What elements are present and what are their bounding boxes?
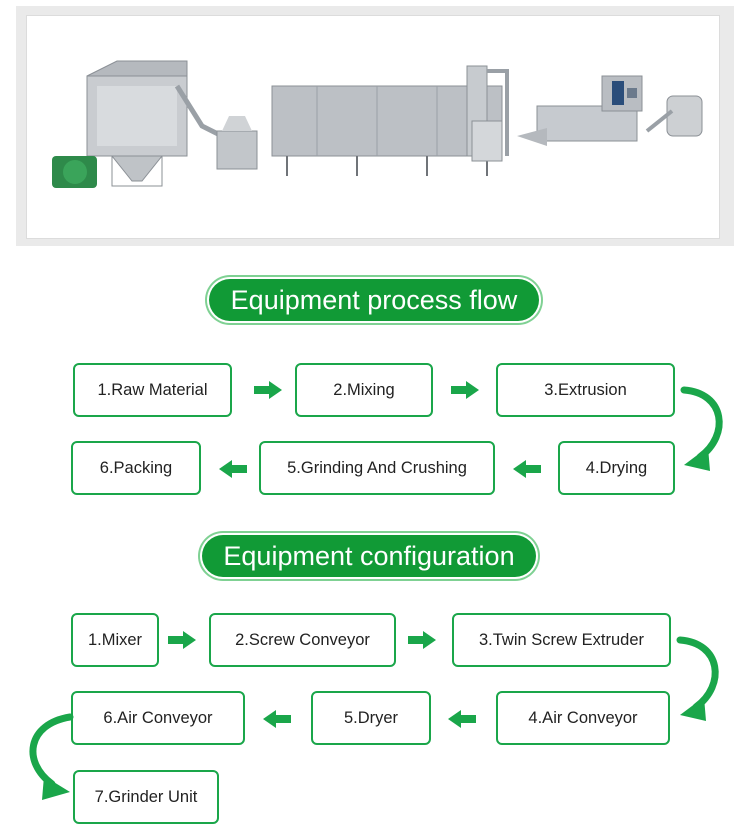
config-item-air-conveyor-4: 4.Air Conveyor [496,691,670,745]
process-step-mixing: 2.Mixing [295,363,433,417]
process-step-extrusion: 3.Extrusion [496,363,675,417]
process-flow-title: Equipment process flow [209,279,539,321]
arrow-right-icon [254,381,282,399]
arrow-left-icon [513,460,541,478]
config-item-mixer: 1.Mixer [71,613,159,667]
config-item-twin-screw-extruder: 3.Twin Screw Extruder [452,613,671,667]
arrow-right-icon [408,631,436,649]
machinery-photo [26,15,720,239]
curved-arrow-down-icon [680,385,730,475]
curved-arrow-down-icon [22,712,77,802]
config-item-air-conveyor-6: 6.Air Conveyor [71,691,245,745]
config-item-grinder-unit: 7.Grinder Unit [73,770,219,824]
arrow-right-icon [451,381,479,399]
production-line-machinery-icon [52,60,703,188]
curved-arrow-down-icon [676,635,726,725]
process-step-raw-material: 1.Raw Material [73,363,232,417]
process-step-packing: 6.Packing [71,441,201,495]
config-item-screw-conveyor: 2.Screw Conveyor [209,613,396,667]
arrow-left-icon [448,710,476,728]
process-step-drying: 4.Drying [558,441,675,495]
equipment-configuration-title: Equipment configuration [202,535,536,577]
machinery-photo-frame [16,6,734,246]
arrow-right-icon [168,631,196,649]
arrow-left-icon [219,460,247,478]
config-item-dryer: 5.Dryer [311,691,431,745]
process-step-grinding-and-crushing: 5.Grinding And Crushing [259,441,495,495]
arrow-left-icon [263,710,291,728]
